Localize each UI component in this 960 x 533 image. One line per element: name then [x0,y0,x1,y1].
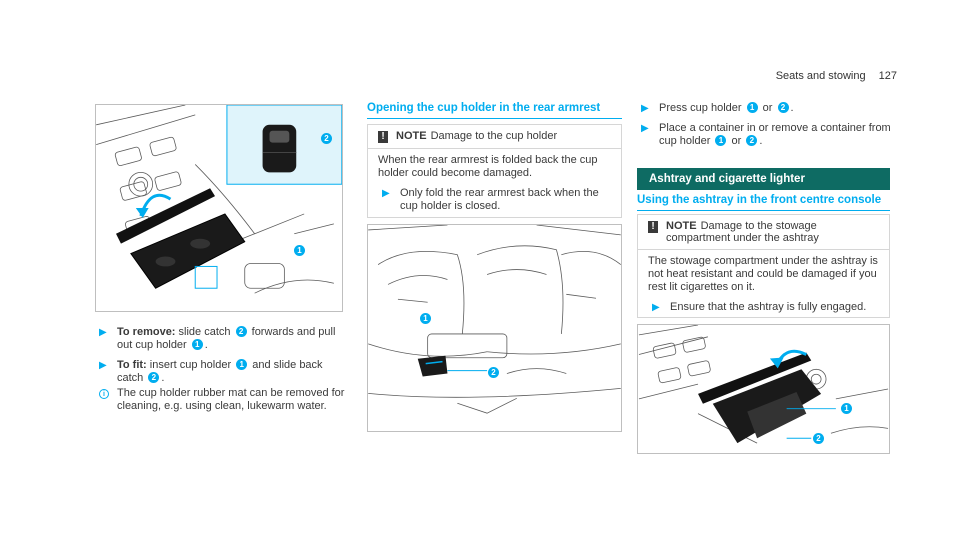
step-text: Press cup holder [659,102,745,114]
arrow-right-icon: ▶ [382,188,390,199]
step-text: slide catch [175,326,234,338]
note-label: NOTE [666,220,697,232]
callout-inline: 1 [715,134,727,146]
callout-2: 2 [321,133,332,144]
step-text: insert cup holder [146,359,235,371]
figure-rear-armrest: 1 2 [367,224,622,432]
info-note: i The cup holder rubber mat can be remov… [95,387,350,413]
step-text: Place a container in or remove a contain… [659,122,891,147]
step-place: ▶ Place a container in or remove a conta… [637,122,897,148]
arrow-right-icon: ▶ [652,302,660,313]
note-step: ▶ Only fold the rear armrest back when t… [378,187,611,213]
ashtray-illustration [638,325,889,444]
subsection-title-ashtray: Using the ashtray in the front centre co… [637,194,890,211]
step-text: and slide back catch [117,359,323,384]
step-text: or [728,135,745,147]
step-fit: ▶ To fit: insert cup holder 1 and slide … [95,358,350,385]
step-remove: ▶ To remove: slide catch 2 forwards and … [95,325,350,352]
section-bar-ashtray: Ashtray and cigarette lighter [637,168,890,190]
left-instructions: ▶ To remove: slide catch 2 forwards and … [95,325,350,420]
step-label: To fit: [117,359,147,371]
step-text: . [759,135,763,147]
arrow-right-icon: ▶ [99,327,107,338]
info-text: The cup holder rubber mat can be removed… [117,387,345,412]
arrow-right-icon: ▶ [641,103,649,114]
step-text: . [790,102,794,114]
info-icon: i [99,389,109,399]
warning-icon: ! [378,131,388,143]
running-head: Seats and stowing 127 [776,70,897,82]
running-head-section: Seats and stowing [775,70,866,82]
callout-inline: 2 [777,101,789,113]
step-text: forwards and pull out cup holder [117,326,336,351]
callout-inline: 1 [746,101,758,113]
step-text: . [161,372,165,384]
callout-1: 1 [841,403,852,414]
rear-seat-illustration [368,225,621,414]
callout-inline: 1 [191,338,203,350]
section-title-cup-holder: Opening the cup holder in the rear armre… [367,102,622,119]
note-body: When the rear armrest is folded back the… [368,149,621,218]
callout-inline: 2 [746,134,758,146]
note-heading: Damage to the cup holder [430,130,558,142]
step-label: To remove: [117,326,176,338]
note-step-text: Only fold the rear armrest back when the… [400,187,599,212]
arrow-right-icon: ▶ [641,123,649,134]
note-step-text: Ensure that the ashtray is fully engaged… [670,301,867,313]
console-illustration [96,105,342,294]
note-heading: Damage to the stowage compartment under … [666,220,819,244]
figure-ashtray: 1 2 [637,324,890,454]
callout-inline: 2 [148,371,160,383]
step-press: ▶ Press cup holder 1 or 2. [637,101,897,115]
note-step: ▶ Ensure that the ashtray is fully engag… [648,301,879,314]
callout-2: 2 [488,367,499,378]
callout-inline: 1 [236,358,248,370]
right-instructions: ▶ Press cup holder 1 or 2. ▶ Place a con… [637,101,897,155]
callout-inline: 2 [235,325,247,337]
figure-console-cup-holder: 2 1 [95,104,343,312]
note-text: The stowage compartment under the ashtra… [648,255,878,293]
step-text: . [204,339,208,351]
step-text: or [759,102,776,114]
arrow-right-icon: ▶ [99,360,107,371]
warning-icon: ! [648,221,658,233]
callout-1: 1 [420,313,431,324]
callout-2: 2 [813,433,824,444]
note-text: When the rear armrest is folded back the… [378,154,598,179]
callout-1: 1 [294,245,305,256]
note-label: NOTE [396,130,427,142]
page-number: 127 [878,70,897,82]
note-body: The stowage compartment under the ashtra… [638,250,889,319]
